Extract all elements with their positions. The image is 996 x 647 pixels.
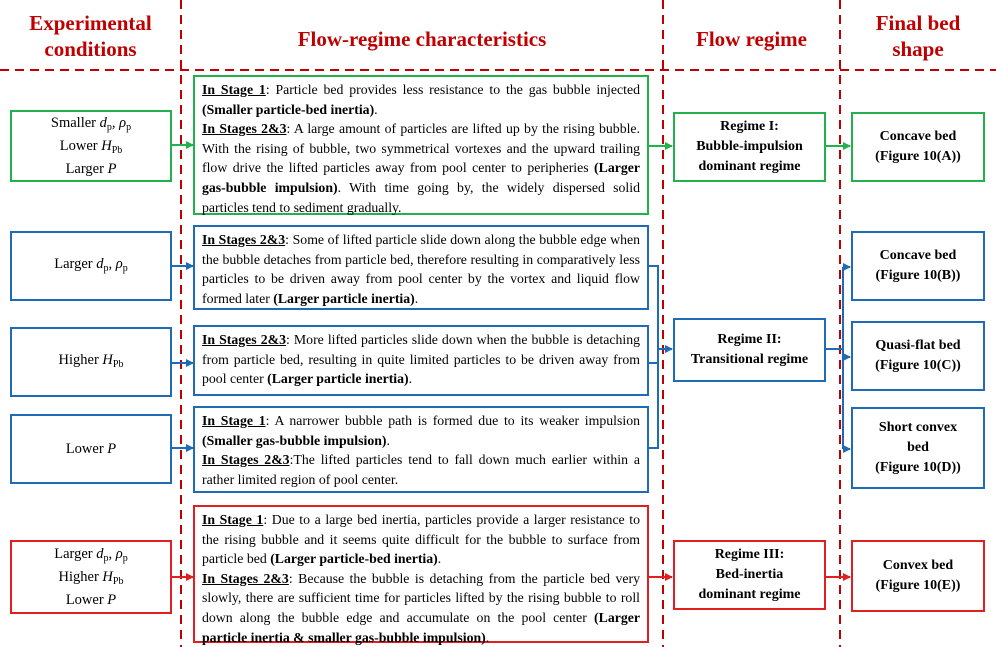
regime-box-3: Regime III: Bed-inertia dominant regime: [673, 540, 826, 610]
characteristic-box-4: In Stage 1: A narrower bubble path is fo…: [193, 406, 649, 493]
shape-box-5: Convex bed (Figure 10(E)): [851, 540, 985, 612]
regime-box-2: Regime II: Transitional regime: [673, 318, 826, 382]
regime-box-1: Regime I: Bubble-impulsion dominant regi…: [673, 112, 826, 182]
header-shape-line1: Final bed: [875, 11, 961, 35]
characteristic-box-5: In Stage 1: Due to a large bed inertia, …: [193, 505, 649, 645]
header-characteristics: Flow-regime characteristics: [297, 27, 547, 51]
shape-box-3: Quasi-flat bed (Figure 10(C)): [851, 321, 985, 391]
header-shape-line2: shape: [892, 37, 944, 61]
shape-box-1: Concave bed (Figure 10(A)): [851, 112, 985, 182]
regime-1-title: Regime I:: [720, 119, 779, 134]
header-conditions-line2: conditions: [44, 37, 137, 61]
condition-box-4: Lower P: [10, 414, 172, 484]
header-regime: Flow regime: [696, 27, 807, 51]
characteristic-box-2: In Stages 2&3: Some of lifted particle s…: [193, 225, 649, 310]
shape-box-2: Concave bed (Figure 10(B)): [851, 231, 985, 301]
shape-box-4: Short convex bed (Figure 10(D)): [851, 407, 985, 489]
condition-box-5: Larger dp, ρp Higher HPb Lower P: [10, 540, 172, 614]
header-conditions-line1: Experimental: [29, 11, 152, 35]
header-conditions: Experimental conditions: [0, 10, 181, 62]
regime-2-title: Regime II:: [717, 332, 782, 347]
blue-bracket-left: [649, 265, 659, 449]
condition-box-1: Smaller dp, ρp Lower HPb Larger P: [10, 110, 172, 182]
header-shape: Final bed shape: [840, 10, 996, 62]
condition-box-3: Higher HPb: [10, 327, 172, 397]
characteristic-box-1: In Stage 1: Particle bed provides less r…: [193, 75, 649, 215]
characteristic-box-3: In Stages 2&3: More lifted particles sli…: [193, 325, 649, 396]
condition-box-2: Larger dp, ρp: [10, 231, 172, 301]
regime-3-title: Regime III:: [714, 547, 785, 562]
